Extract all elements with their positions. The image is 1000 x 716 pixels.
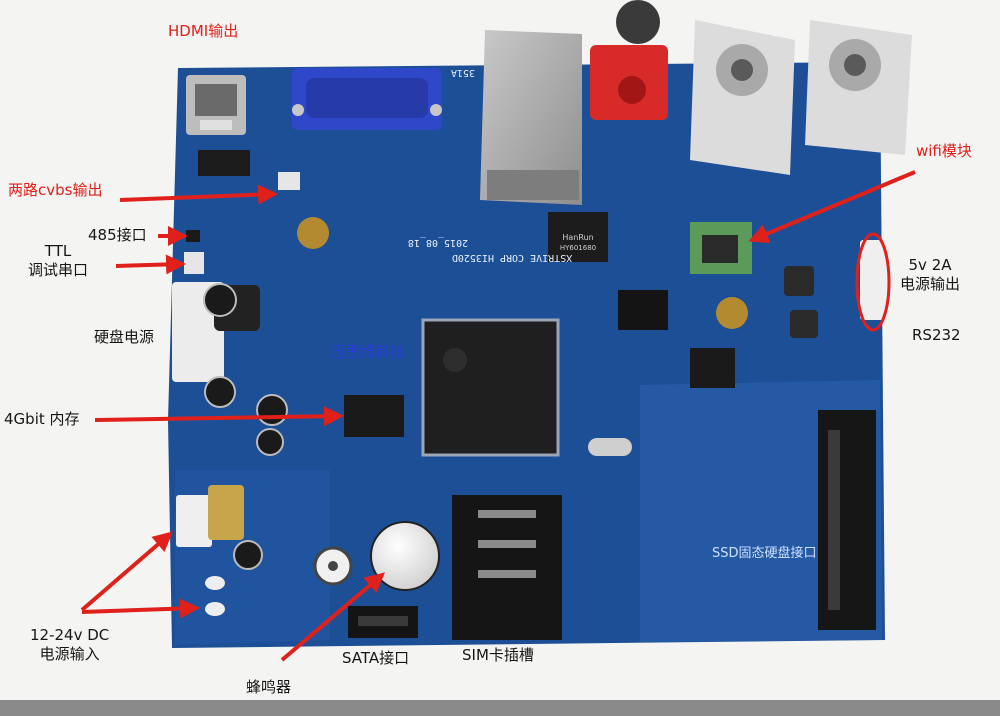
bnc-connector-left: [690, 20, 795, 175]
ic-hdmi-driver: [198, 150, 250, 176]
inductor-right-1: [784, 266, 814, 296]
dc-input-connector: [176, 495, 212, 547]
rca-connector: [590, 0, 668, 120]
silkscreen-date: 2015_08_18: [408, 237, 468, 248]
rs485-header: [186, 230, 200, 242]
crystal: [588, 438, 632, 456]
sim-contact-1: [478, 510, 536, 518]
label-power-line1: 5v 2A: [908, 256, 952, 274]
cvbs-header: [278, 172, 300, 190]
label-ttl-line2: 调试串口: [28, 261, 89, 279]
label-power-line2: 电源输出: [900, 275, 961, 293]
soc-logo-mark: [443, 348, 467, 372]
label-power-output: 5v 2A 电源输出: [900, 256, 960, 294]
capacitor-white-large: [370, 521, 440, 591]
buzzer-center: [328, 561, 338, 571]
capacitor-left-4: [256, 428, 284, 456]
silkscreen-corp: XSTRIVE CORP HI3520D: [452, 252, 572, 263]
silkscreen-model: 351A: [451, 67, 475, 78]
capacitor-left-2: [204, 376, 236, 408]
mount-hole-1: [297, 217, 329, 249]
ribbon-connector: [618, 290, 668, 330]
label-sim-slot: SIM卡插槽: [462, 646, 534, 664]
label-rs485: 485接口: [88, 226, 147, 244]
label-hdd-power: 硬盘电源: [94, 328, 155, 346]
silkscreen-hanrun-part: HY601680: [560, 244, 596, 252]
dc-pad-lower: [205, 602, 225, 616]
bnc-connector-right: [805, 20, 912, 155]
label-buzzer: 蜂鸣器: [246, 678, 292, 696]
label-watermark: 迅思维科技: [330, 343, 406, 361]
ssd-connector-slot: [828, 430, 840, 610]
bottom-bar: [0, 700, 1000, 716]
ethernet-shield: [480, 30, 582, 205]
label-hdmi-output: HDMI输出: [168, 22, 239, 40]
label-sata: SATA接口: [342, 649, 410, 667]
label-dc-input: 12-24v DC 电源输入: [30, 626, 109, 664]
label-dc-line2: 电源输入: [39, 645, 100, 663]
ethernet-transformer: [548, 212, 608, 262]
arrow-wifi: [748, 170, 916, 244]
main-soc-chip: [421, 318, 560, 457]
label-dc-line1: 12-24v DC: [30, 626, 110, 644]
mount-hole-2: [716, 297, 748, 329]
fuse: [208, 485, 244, 540]
capacitor-left-1: [203, 283, 237, 317]
wifi-chip: [702, 235, 738, 263]
power-out-highlight-ring: [855, 232, 891, 332]
arrow-ttl: [115, 254, 186, 275]
ssd-connector: [818, 410, 876, 630]
arrow-dc-upper: [80, 531, 174, 612]
power-out-header: [860, 240, 888, 320]
capacitor-left-3: [256, 394, 288, 426]
dc-pad-upper: [205, 576, 225, 590]
sim-contact-3: [478, 570, 536, 578]
label-memory: 4Gbit 内存: [4, 410, 80, 428]
sata-connector-slot: [358, 616, 408, 626]
label-ttl-line1: TTL: [44, 242, 72, 260]
silkscreen-hanrun: HanRun: [562, 233, 593, 242]
inductor-right-2: [790, 310, 818, 338]
memory-chip: [344, 395, 404, 437]
arrow-dc-lower: [81, 598, 200, 619]
ttl-header: [184, 252, 204, 274]
ic-right-1: [690, 348, 735, 388]
label-ttl-debug: TTL 调试串口: [28, 242, 88, 280]
hdmi-connector: [186, 75, 246, 135]
capacitor-dc: [233, 540, 263, 570]
sim-card-slot: [452, 495, 562, 640]
arrow-cvbs: [119, 184, 278, 205]
label-cvbs-output: 两路cvbs输出: [8, 181, 103, 199]
sim-contact-2: [478, 540, 536, 548]
label-ssd-interface: SSD固态硬盘接口: [712, 546, 817, 561]
arrow-buzzer: [280, 572, 386, 662]
label-rs232: RS232: [912, 326, 961, 344]
label-wifi-module: wifi模块: [916, 142, 972, 160]
vga-connector: [292, 68, 442, 130]
arrow-memory: [94, 406, 344, 427]
